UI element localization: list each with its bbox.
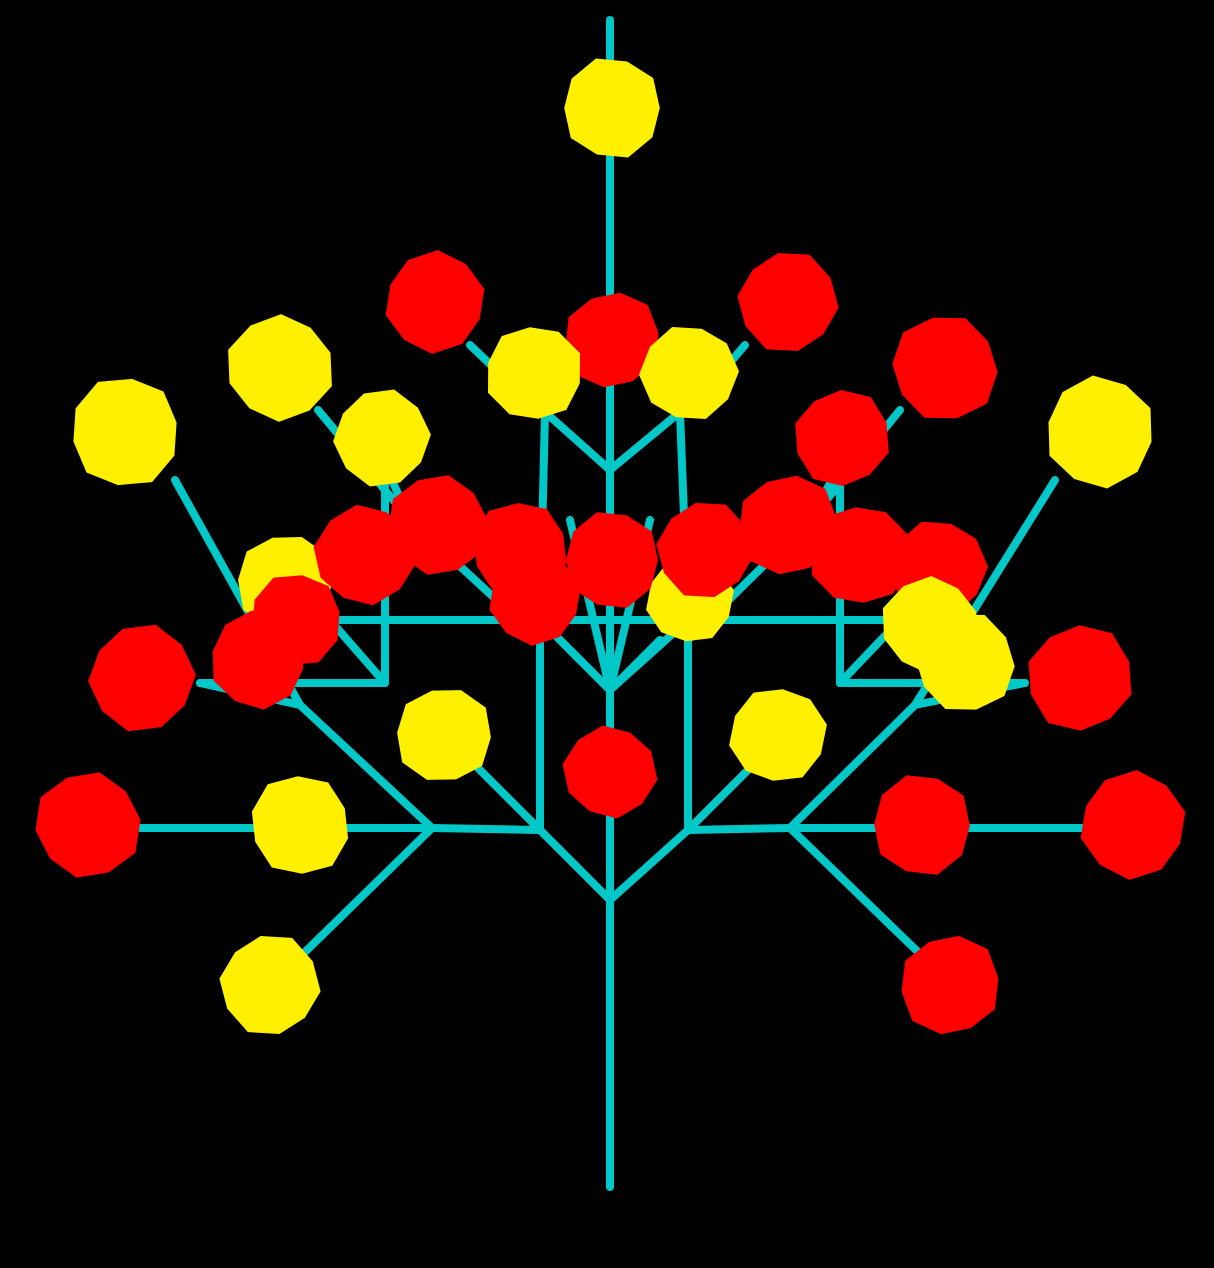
- branch-segment: [541, 408, 614, 474]
- red-fruit: [489, 550, 581, 646]
- red-fruit: [88, 624, 196, 732]
- yellow-fruit: [564, 58, 660, 158]
- yellow-fruit: [729, 689, 827, 781]
- red-fruit: [656, 502, 754, 598]
- branch-segment: [536, 826, 614, 904]
- red-fruit: [812, 507, 908, 603]
- yellow-fruit: [639, 327, 739, 419]
- red-fruit: [565, 292, 659, 388]
- branch-segment: [786, 824, 922, 956]
- branch-segment: [556, 636, 614, 694]
- red-fruit: [212, 610, 304, 710]
- red-fruit: [388, 475, 488, 575]
- red-fruit: [35, 772, 141, 878]
- red-fruit: [874, 775, 970, 875]
- red-fruit: [562, 725, 658, 819]
- branch-segment: [326, 616, 389, 687]
- branch-segment: [428, 824, 544, 834]
- red-fruit: [385, 250, 485, 354]
- branch-segment: [606, 408, 684, 474]
- red-fruit: [795, 390, 889, 486]
- branch-segment: [301, 824, 436, 956]
- yellow-fruit: [333, 389, 431, 487]
- red-fruit: [739, 475, 837, 575]
- red-fruit: [737, 253, 839, 351]
- yellow-fruit: [915, 614, 1015, 710]
- branch-segment: [606, 636, 664, 694]
- yellow-fruit: [219, 936, 321, 1034]
- branch-segment: [786, 701, 919, 832]
- yellow-fruit: [228, 314, 332, 422]
- yellow-fruit: [73, 378, 177, 486]
- yellow-fruit: [397, 690, 491, 780]
- red-fruit: [892, 317, 998, 419]
- red-fruit: [566, 512, 658, 608]
- yellow-fruit: [251, 776, 349, 874]
- yellow-fruit: [1048, 375, 1152, 489]
- red-fruit: [1080, 770, 1186, 880]
- branch-segment: [606, 826, 692, 904]
- red-fruit: [901, 935, 999, 1035]
- yellow-fruit: [488, 327, 580, 419]
- branch-segment: [684, 824, 794, 834]
- branch-segment: [296, 701, 436, 832]
- fruit-layer: [35, 58, 1186, 1035]
- red-fruit: [1028, 625, 1132, 731]
